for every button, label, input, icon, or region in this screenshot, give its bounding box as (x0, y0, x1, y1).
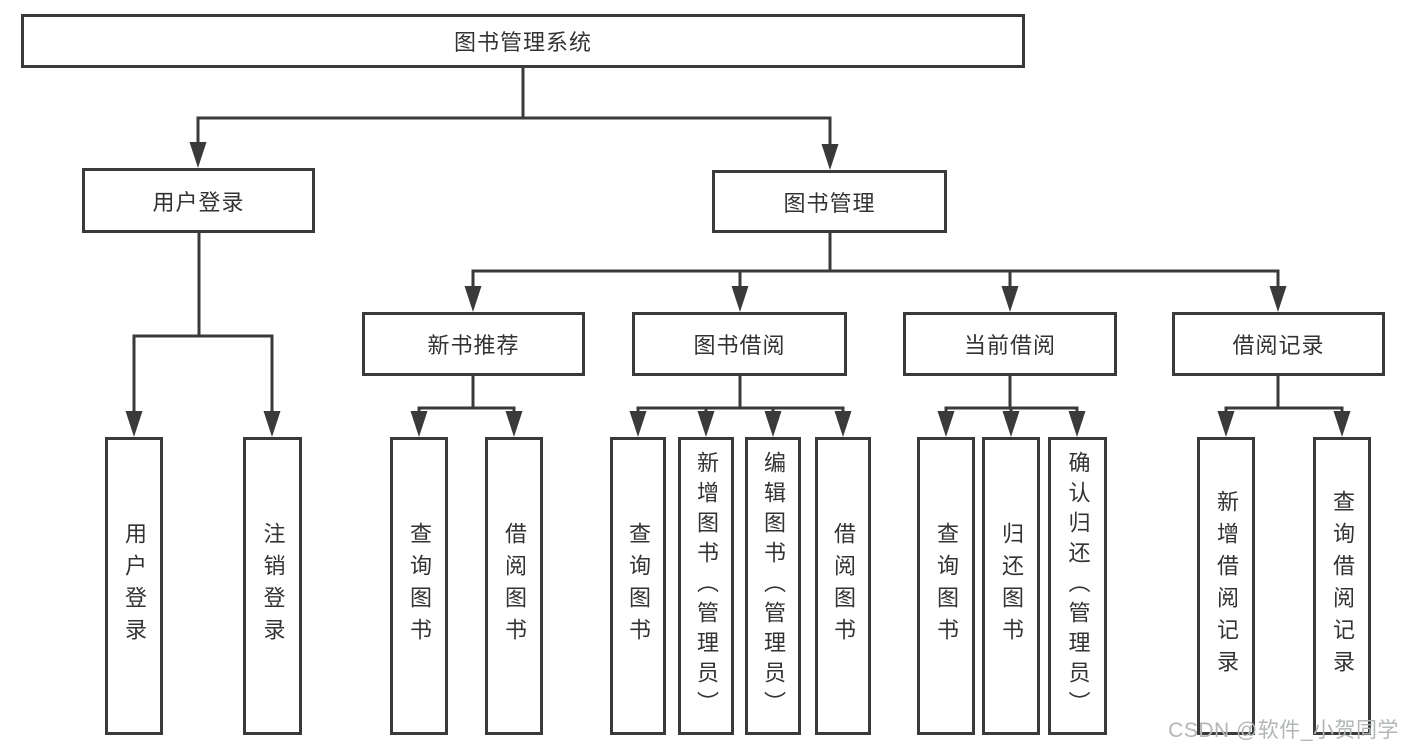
node-user-login: 用户登录 (82, 168, 315, 233)
leaf-query-borrow-record: 查询借阅记录 (1313, 437, 1371, 735)
leaf-query-books-recommend: 查询图书 (390, 437, 448, 735)
leaf-edit-books-admin: 编辑图书（管理员） (745, 437, 801, 735)
leaf-borrow-books: 借阅图书 (815, 437, 871, 735)
node-new-book-recommendation: 新书推荐 (362, 312, 585, 376)
node-book-borrowing: 图书借阅 (632, 312, 847, 376)
leaf-add-borrow-record: 新增借阅记录 (1197, 437, 1255, 735)
leaf-confirm-return-admin: 确认归还（管理员） (1048, 437, 1107, 735)
node-book-management: 图书管理 (712, 170, 947, 233)
leaf-user-login: 用户登录 (105, 437, 163, 735)
leaf-add-books-admin: 新增图书（管理员） (678, 437, 734, 735)
leaf-return-books: 归还图书 (982, 437, 1040, 735)
leaf-query-books: 查询图书 (610, 437, 666, 735)
leaf-borrow-books-recommend: 借阅图书 (485, 437, 543, 735)
node-root-library-system: 图书管理系统 (21, 14, 1025, 68)
leaf-query-books-current: 查询图书 (917, 437, 975, 735)
arrowheads (125, 142, 1351, 437)
node-borrowing-records: 借阅记录 (1172, 312, 1385, 376)
leaf-logout: 注销登录 (243, 437, 302, 735)
node-current-borrowing: 当前借阅 (903, 312, 1117, 376)
